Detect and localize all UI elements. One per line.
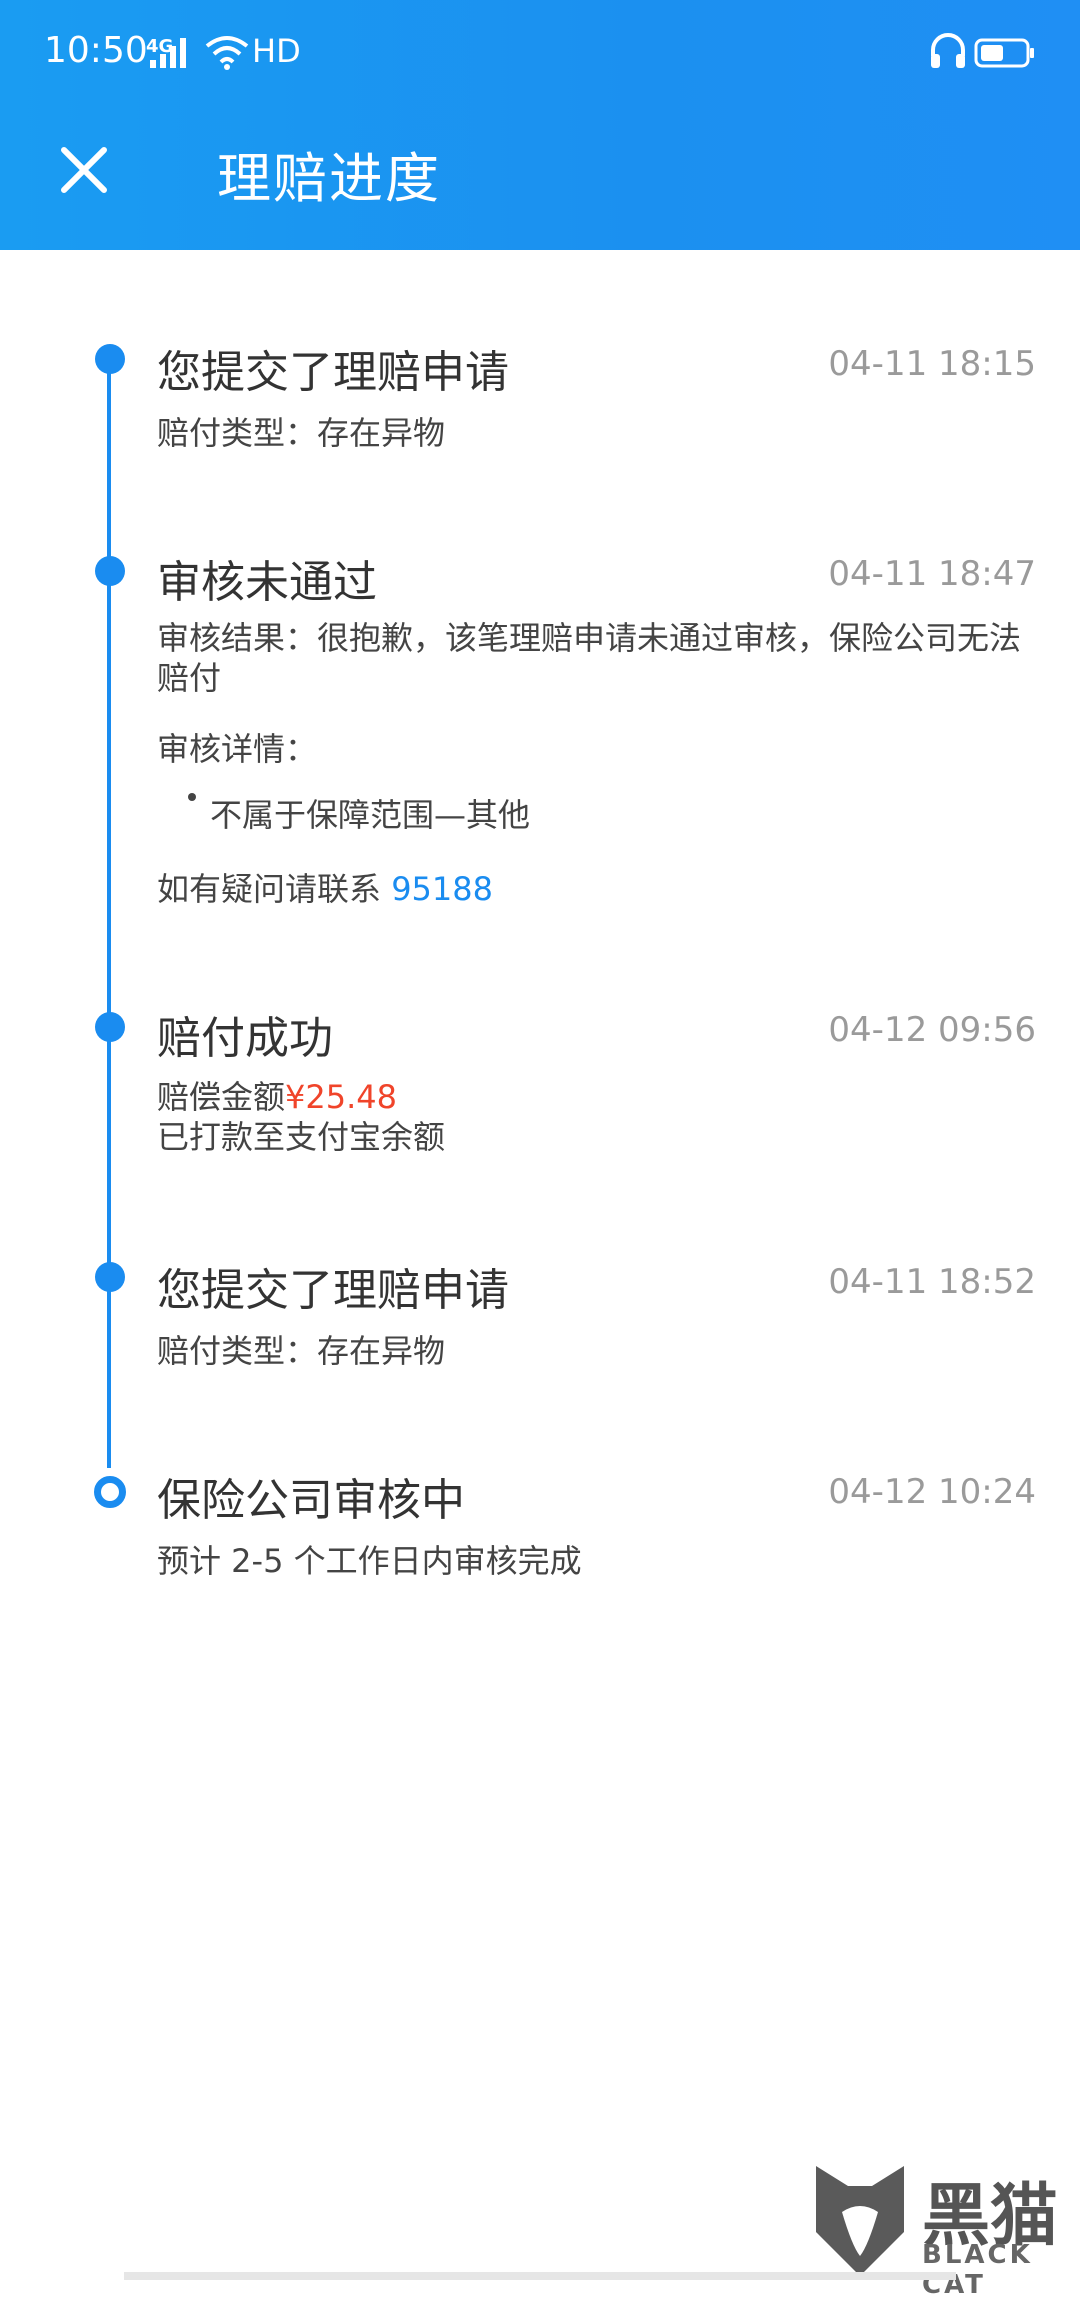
wifi-icon xyxy=(205,36,249,70)
compensation-amount: ¥25.48 xyxy=(285,1078,397,1116)
timeline-dot xyxy=(95,1012,125,1042)
entry-title: 您提交了理赔申请 xyxy=(157,1265,509,1316)
network-type: 4G xyxy=(146,36,174,57)
review-details-label: 审核详情： xyxy=(157,730,318,768)
compensation-line: 赔偿金额¥25.48 xyxy=(157,1072,397,1118)
headset-icon xyxy=(931,33,965,68)
review-result: 审核结果：很抱歉，该笔理赔申请未通过审核，保险公司无法赔付 xyxy=(157,619,1022,697)
review-estimate: 预计 2-5 个工作日内审核完成 xyxy=(157,1542,582,1580)
compensation-label: 赔偿金额 xyxy=(157,1078,286,1116)
timeline-dot xyxy=(95,556,125,586)
entry-time: 04-11 18:15 xyxy=(828,344,1036,384)
contact-phone-link[interactable]: 95188 xyxy=(391,870,493,908)
close-icon[interactable] xyxy=(56,142,112,198)
entry-time: 04-12 09:56 xyxy=(828,1010,1036,1050)
claim-type: 赔付类型：存在异物 xyxy=(157,414,446,452)
watermark-name: 黑猫 xyxy=(922,2177,1059,2256)
entry-title: 审核未通过 xyxy=(157,557,377,608)
payment-note: 已打款至支付宝余额 xyxy=(157,1118,446,1156)
page-title: 理赔进度 xyxy=(217,147,441,210)
timeline-dot xyxy=(95,344,125,374)
review-detail-item: 不属于保障范围—其他 xyxy=(210,796,531,834)
app-header: 10:50 4G HD 理赔进度 xyxy=(0,0,1080,250)
entry-time: 04-11 18:52 xyxy=(828,1262,1036,1302)
entry-title: 您提交了理赔申请 xyxy=(157,347,509,398)
contact-prefix: 如有疑问请联系 xyxy=(157,870,382,908)
status-time: 10:50 xyxy=(44,30,148,71)
entry-time: 04-12 10:24 xyxy=(828,1472,1036,1512)
bottom-bar xyxy=(124,2272,956,2280)
watermark-sub: BLACK CAT xyxy=(922,2240,1033,2300)
claim-type: 赔付类型：存在异物 xyxy=(157,1332,446,1370)
timeline-current-dot xyxy=(94,1476,126,1508)
timeline-dot xyxy=(95,1262,125,1292)
entry-title: 赔付成功 xyxy=(157,1013,333,1064)
signal-icon xyxy=(150,38,186,68)
hd-indicator: HD xyxy=(252,32,301,70)
battery-icon xyxy=(974,38,1034,68)
entry-time: 04-11 18:47 xyxy=(828,554,1036,594)
contact-line: 如有疑问请联系 95188 xyxy=(157,864,493,910)
timeline-line xyxy=(107,356,111,1468)
black-cat-logo-icon xyxy=(816,2166,904,2276)
bullet-icon xyxy=(188,793,196,801)
entry-title: 保险公司审核中 xyxy=(157,1475,465,1526)
